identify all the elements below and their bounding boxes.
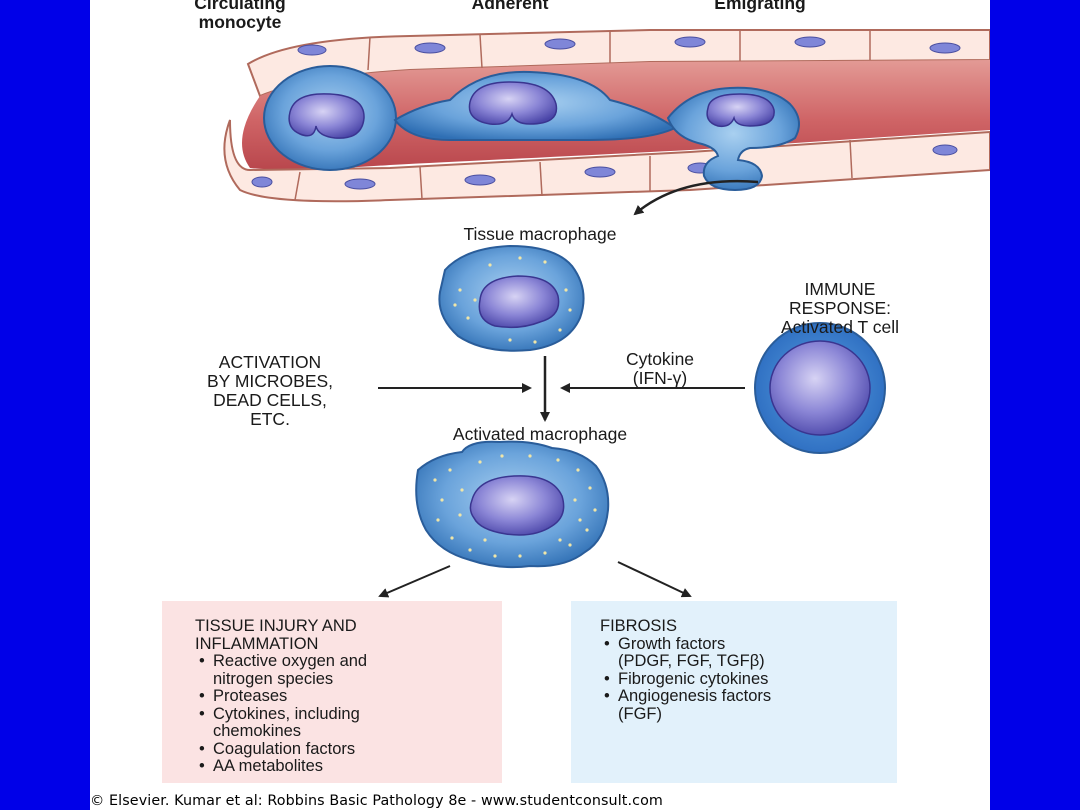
tissue-injury-title: TISSUE INJURY AND INFLAMMATION [195,617,357,653]
copyright-credit: © Elsevier. Kumar et al: Robbins Basic P… [90,793,663,809]
tissue-macrophage-label: Tissue macrophage [463,224,617,244]
list-item-text: Angiogenesis factors (FGF) [618,687,772,723]
bullet-icon: • [604,634,610,653]
bullet-icon: • [199,652,205,670]
emigrating-monocyte-cell [666,86,800,192]
bullet-icon: • [199,757,205,775]
emigration-arrow [633,179,759,216]
tissue-injury-list: • Reactive oxygen and nitrogen species • P… [195,652,495,776]
list-item-text: Fibrogenic cytokines [618,669,769,688]
list-item: • AA metabolites [195,757,495,776]
list-item-text: AA metabolites [213,757,324,775]
cytokine-label: Cytokine (IFN-γ) [625,349,695,388]
list-item-text: Coagulation factors [213,739,356,758]
list-item: • Angiogenesis factors (FGF) [600,687,890,723]
list-item: • Reactive oxygen and nitrogen species [195,652,495,688]
diagram-panel: Circulating monocyte Adherent Emigrating… [90,0,990,810]
circulating-monocyte-label: Circulating monocyte [194,0,286,32]
injury-arrow [378,565,451,598]
activated-macrophage-label: Activated macrophage [452,424,628,444]
bullet-icon: • [604,687,610,705]
circulating-monocyte-cell [263,65,397,171]
list-item: • Growth factors (PDGF, FGF, TGFβ) [600,634,890,671]
list-item: • Fibrogenic cytokines [600,669,890,689]
fibrosis-box: FIBROSIS • Growth factors (PDGF, FGF, TGF… [600,617,890,800]
list-item-text: Proteases [213,687,288,705]
fibrosis-list: • Growth factors (PDGF, FGF, TGFβ) • Fibro… [600,634,890,724]
activated-macrophage-cell [415,440,610,569]
emigrating-label: Emigrating [714,0,806,13]
adherent-label: Adherent [471,0,549,13]
immune-response-label: IMMUNE RESPONSE: Activated T cell [780,279,900,337]
fibrosis-box-bg [571,601,897,783]
list-item-text: Reactive oxygen and nitrogen species [213,652,368,688]
activation-label: ACTIVATION BY MICROBES, DEAD CELLS, ETC. [206,352,334,429]
tissue-injury-box: TISSUE INJURY AND INFLAMMATION • Reactive… [195,617,495,800]
fibrosis-arrow [617,561,692,598]
bullet-icon: • [604,669,610,688]
adherent-monocyte-cell [393,70,677,141]
t-cell [754,322,886,454]
tissue-macrophage-cell [438,244,585,352]
bullet-icon: • [199,704,205,723]
bullet-icon: • [199,739,205,758]
fibrosis-title: FIBROSIS [600,617,678,635]
diagram-art [162,29,990,783]
list-item: • Proteases [195,687,495,706]
list-item-text: Cytokines, including chemokines [213,704,360,740]
list-item: • Cytokines, including chemokines [195,704,495,741]
injury-box-bg [162,601,502,783]
bullet-icon: • [199,687,205,705]
list-item-text: Growth factors (PDGF, FGF, TGFβ) [618,634,765,670]
list-item: • Coagulation factors [195,739,495,759]
